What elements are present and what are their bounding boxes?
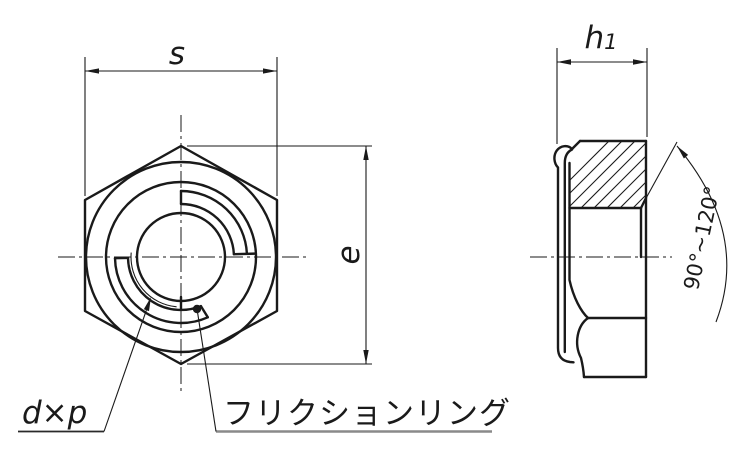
- friction-ring-upper-band: [179, 189, 258, 256]
- dimension-e: e: [187, 145, 372, 365]
- dim-h1-arrow-left: [557, 59, 571, 65]
- angle-arrow: [677, 146, 689, 159]
- section-hatching: [569, 141, 646, 208]
- dim-e-label: e: [331, 245, 367, 264]
- friction-ring-callout-leader: [196, 311, 217, 432]
- ring-lip-inner: [563, 148, 574, 354]
- angle-extension-line: [644, 141, 678, 202]
- chamfer-circle: [84, 160, 278, 354]
- thread-callout-label: d×p: [22, 395, 87, 431]
- ring-lip-outer: [553, 139, 582, 364]
- dim-e-arrow-bottom: [363, 350, 369, 364]
- friction-ring-callout-label: フリクションリング: [223, 396, 511, 432]
- dim-h1-label: h1: [584, 20, 617, 56]
- ring-recess-circle: [104, 180, 258, 334]
- front-view: [58, 115, 306, 392]
- dimension-h1: h1: [556, 20, 648, 144]
- dim-s-arrow-right: [263, 68, 277, 74]
- dim-h1-arrow-right: [633, 59, 647, 65]
- hex-corner-curve: [575, 316, 590, 379]
- side-view: [530, 139, 672, 379]
- nut-face-and-corner-curve: [568, 161, 590, 320]
- dim-e-arrow-top: [363, 146, 369, 160]
- thread-callout-leader: [103, 310, 147, 432]
- friction-ring-callout-dot: [192, 304, 202, 314]
- dimension-chamfer-angle: 90°~120°: [644, 141, 728, 323]
- dimension-s: s: [84, 36, 278, 196]
- chamfer-angle-label: 90°~120°: [679, 184, 724, 292]
- dim-s-arrow-left: [85, 68, 99, 74]
- angle-arc: [676, 145, 728, 323]
- friction-ring-lower-band: [113, 256, 209, 325]
- dim-s-label: s: [169, 36, 185, 72]
- callout-dxp: d×p: [18, 297, 151, 433]
- thread-arc: [130, 252, 177, 308]
- callout-friction-ring: フリクションリング: [192, 304, 511, 433]
- hexagon-outline: [83, 144, 279, 366]
- thread-callout-arrow: [143, 297, 151, 312]
